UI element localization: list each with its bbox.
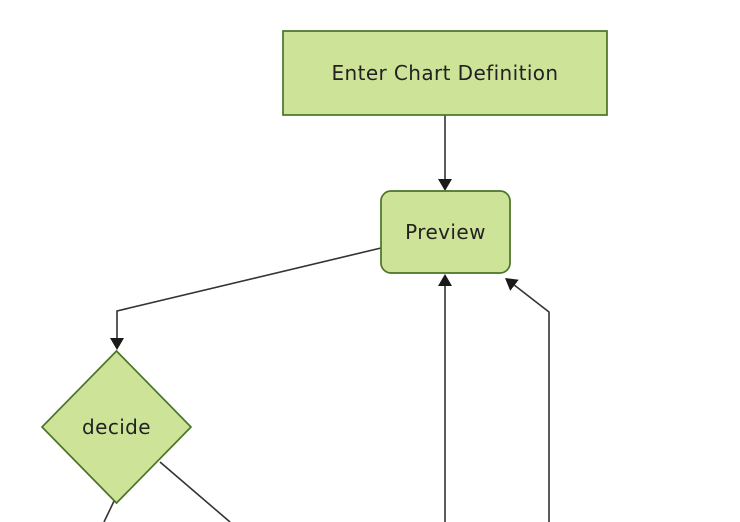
preview-label: Preview <box>405 220 486 244</box>
decide-label: decide <box>82 415 151 439</box>
enter-chart-definition-box <box>282 30 608 116</box>
node-enter-chart-definition: Enter Chart Definition <box>282 30 608 116</box>
node-layer: Enter Chart Definition Preview decide <box>40 30 608 505</box>
node-decide: decide <box>40 349 193 505</box>
decide-diamond <box>40 349 193 505</box>
edge-bottomright-to-preview <box>505 277 550 522</box>
node-preview: Preview <box>380 190 511 274</box>
edge-layer <box>103 115 550 522</box>
edge-decide-to-bottomleft <box>103 498 116 522</box>
preview-box <box>380 190 511 274</box>
enter-chart-definition-label: Enter Chart Definition <box>331 61 558 85</box>
edge-decide-to-bottomright <box>159 461 231 522</box>
edge-preview-to-decide <box>110 247 382 350</box>
